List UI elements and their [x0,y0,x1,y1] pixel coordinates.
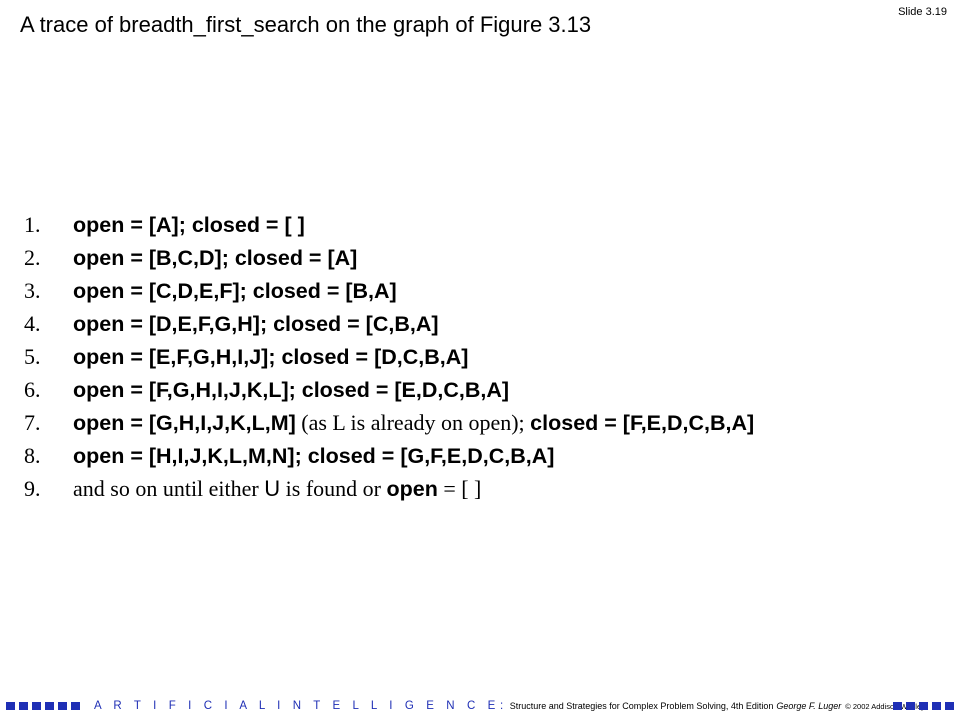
step-text: open = [E,F,G,H,I,J]; closed = [D,C,B,A] [73,345,468,370]
trace-step: 2. open = [B,C,D]; closed = [A] [24,245,754,278]
step-segment: open = [G,H,I,J,K,L,M] [73,411,296,435]
step-text: open = [C,D,E,F]; closed = [B,A] [73,279,397,304]
footer-square-icon [893,702,902,710]
slide-title: A trace of breadth_first_search on the g… [20,12,592,37]
trace-step: 6. open = [F,G,H,I,J,K,L]; closed = [E,D… [24,377,754,410]
trace-step: 9. and so on until either U is found or … [24,476,754,509]
step-number: 2. [24,245,41,270]
step-text: open = [H,I,J,K,L,M,N]; closed = [G,F,E,… [73,444,554,469]
step-segment: open = [A]; closed = [ ] [73,213,305,237]
step-number: 7. [24,410,41,435]
step-segment: open = [B,C,D]; closed = [A] [73,246,358,270]
step-segment: is found or [280,476,387,501]
footer-copyright: © 2002 Addison Wesley [845,701,925,711]
footer-square-icon [6,702,15,710]
footer-square-icon [32,702,41,710]
footer-square-icon [945,702,954,710]
footer-squares-left [6,702,80,710]
trace-step: 5. open = [E,F,G,H,I,J]; closed = [D,C,B… [24,344,754,377]
step-segment: closed = [F,E,D,C,B,A] [530,411,755,435]
step-number: 5. [24,344,41,369]
step-text: open = [F,G,H,I,J,K,L]; closed = [E,D,C,… [73,378,509,403]
step-segment: open = [D,E,F,G,H]; closed = [C,B,A] [73,312,439,336]
footer-square-icon [19,702,28,710]
footer-subtitle: Structure and Strategies for Complex Pro… [509,701,774,711]
footer-brand: A R T I F I C I A L I N T E L L I G E N … [94,700,508,712]
step-segment: open = [C,D,E,F]; closed = [B,A] [73,279,397,303]
step-note: (as L is already on open); [295,410,531,435]
step-number: 1. [24,212,41,237]
step-text: open = [G,H,I,J,K,L,M] (as L is already … [73,410,754,436]
step-number: 8. [24,443,41,468]
footer-square-icon [932,702,941,710]
step-number: 6. [24,377,41,402]
step-segment: = [ ] [437,476,482,501]
trace-step: 7. open = [G,H,I,J,K,L,M] (as L is alrea… [24,410,754,443]
trace-steps-list: 1. open = [A]; closed = [ ] 2. open = [B… [24,212,754,509]
slide-number: Slide 3.19 [898,6,947,18]
step-segment: open = [E,F,G,H,I,J]; closed = [D,C,B,A] [73,345,469,369]
step-segment: open = [F,G,H,I,J,K,L]; closed = [E,D,C,… [73,378,510,402]
slide-footer: A R T I F I C I A L I N T E L L I G E N … [0,699,960,713]
footer-square-icon [58,702,67,710]
footer-square-icon [45,702,54,710]
step-number: 9. [24,476,41,501]
step-segment: open [386,477,438,501]
step-text: open = [D,E,F,G,H]; closed = [C,B,A] [73,312,439,337]
step-segment: and so on until either [73,476,265,501]
step-segment: U [264,476,281,501]
trace-step: 1. open = [A]; closed = [ ] [24,212,754,245]
step-segment: open = [H,I,J,K,L,M,N]; closed = [G,F,E,… [73,444,555,468]
footer-square-icon [71,702,80,710]
step-number: 3. [24,278,41,303]
footer-square-icon [906,702,915,710]
trace-step: 8. open = [H,I,J,K,L,M,N]; closed = [G,F… [24,443,754,476]
footer-author: George F. Luger [776,701,842,711]
step-text: open = [A]; closed = [ ] [73,213,305,238]
footer-squares-right [893,702,954,710]
trace-step: 3. open = [C,D,E,F]; closed = [B,A] [24,278,754,311]
trace-step: 4. open = [D,E,F,G,H]; closed = [C,B,A] [24,311,754,344]
step-number: 4. [24,311,41,336]
step-text: open = [B,C,D]; closed = [A] [73,246,357,271]
footer-square-icon [919,702,928,710]
step-text: and so on until either U is found or ope… [73,476,481,502]
